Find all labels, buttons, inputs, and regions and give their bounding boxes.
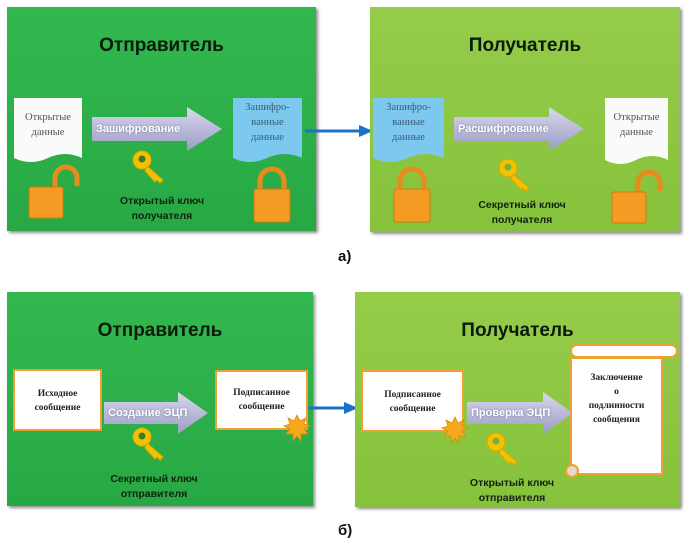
process-label: Создание ЭЦП [108,407,188,419]
panel-title: Отправитель [99,35,224,56]
key-caption: Открытый ключ отправителя [447,476,577,506]
verify-signature-arrow: Проверка ЭЦП [467,392,573,434]
key-icon [132,427,164,461]
open-lock-icon [28,164,80,219]
scroll-text-line: подлинности [588,401,645,411]
key-caption: Открытый ключ получателя [97,194,227,224]
key-caption-line: Открытый ключ [469,477,555,489]
create-signature-arrow: Создание ЭЦП [104,392,208,434]
sender-panel-b: Отправитель Исходное сообщение Создание … [7,292,313,506]
doc-text: ванные [251,117,284,128]
figure-label-a: а) [338,248,352,265]
scroll-curl [565,464,579,478]
closed-lock-icon [253,166,291,223]
encrypt-process-arrow: Зашифрование [92,107,222,151]
process-label: Проверка ЭЦП [471,407,551,419]
doc-text: ванные [392,117,425,128]
open-lock-icon [611,169,663,224]
doc-text: Зашифро- [245,102,290,113]
encrypted-data-document: Зашифро- ванные данные [233,98,302,162]
receiver-panel-b: Получатель Подписанное сообщение Проверк… [355,292,680,507]
key-caption: Секретный ключ отправителя [89,472,219,502]
scroll-text-line: Подписанное [233,388,290,398]
doc-text: данные [392,132,425,143]
scroll-text-line: о [614,387,619,397]
plain-data-document: Открытые данные [14,98,82,162]
key-icon [498,158,530,192]
plain-data-document: Открытые данные [605,98,668,164]
doc-text: данные [620,127,653,138]
receiver-panel-a: Получатель Зашифро- ванные данные Расшиф… [370,7,680,232]
scroll-text-line: сообщение [34,403,81,413]
scroll-text-line: сообщение [238,402,285,412]
transfer-arrow-a [305,125,373,137]
doc-text: данные [251,132,284,143]
key-icon [486,432,518,466]
scroll-top-roll [570,344,678,358]
key-caption-line: Открытый ключ [119,195,205,207]
key-icon [132,150,164,184]
doc-text: Открытые [613,112,660,123]
scroll-text: Подписанное сообщение [363,388,462,416]
process-label: Расшифрование [458,123,549,135]
authenticity-conclusion-scroll: Заключение о подлинности сообщения [570,357,663,475]
sender-panel-a: Отправитель Открытые данные Зашифрование… [7,7,316,231]
scroll-text-line: Исходное [37,389,78,399]
closed-lock-icon [393,166,431,223]
seal-icon [283,414,311,442]
panel-title: Получатель [468,35,582,56]
scroll-text-line: сообщения [593,415,640,425]
doc-text: Открытые [25,112,71,123]
process-label: Зашифрование [96,123,181,135]
seal-icon [441,416,469,444]
scroll-text-line: Заключение [590,373,643,383]
scroll-text: Исходное сообщение [15,387,100,415]
original-message-scroll: Исходное сообщение [13,369,102,431]
doc-text: Зашифро- [386,102,431,113]
key-caption-line: получателя [131,210,193,222]
key-caption-line: Секретный ключ [478,199,566,211]
scroll-text: Заключение о подлинности сообщения [572,371,661,427]
scroll-text: Подписанное сообщение [217,386,306,414]
scroll-text-line: сообщение [389,404,436,414]
transfer-arrow-b [308,402,358,414]
key-caption-line: отправителя [478,492,546,504]
key-caption-line: получателя [491,214,553,226]
encrypted-data-document: Зашифро- ванные данные [373,98,444,162]
scroll-text-line: Подписанное [384,390,441,400]
doc-text: данные [31,127,65,138]
figure-label-b: б) [338,522,353,539]
panel-title: Получатель [461,320,574,341]
signed-message-scroll: Подписанное сообщение [361,370,464,432]
decrypt-process-arrow: Расшифрование [454,107,584,151]
key-caption-line: Секретный ключ [110,473,198,485]
key-caption-line: отправителя [120,488,188,500]
panel-title: Отправитель [97,320,223,341]
key-caption: Секретный ключ получателя [454,198,590,228]
